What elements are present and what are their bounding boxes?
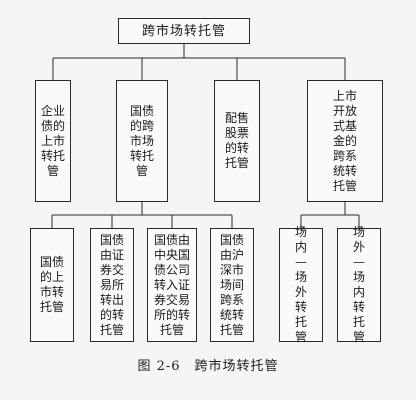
figure-caption: 图 2-6 跨市场转托管 (0, 355, 416, 374)
node-fund-offsite-onsite: 场外—场内转托管 (337, 225, 381, 344)
node-bond-cdc-in: 国债由中央国债公司转入证券交易所的转托管 (147, 228, 197, 342)
node-label: 场外—场内转托管 (352, 225, 365, 344)
node-bond-cross-system: 国债由沪深市场间跨系统转托管 (210, 228, 254, 342)
node-bond-exchange-out: 国债由证券交易所转出的转托管 (90, 228, 134, 342)
figure-title: 跨市场转托管 (194, 359, 279, 374)
node-label: 国债由证券交易所转出的转托管 (99, 232, 124, 337)
figure-number: 图 2-6 (137, 359, 181, 374)
node-label: 国债的上市转托管 (39, 255, 64, 314)
node-label: 国债由沪深市场间跨系统转托管 (219, 232, 244, 337)
node-placement-stock: 配售股票的转托管 (214, 80, 260, 202)
node-bond-listing: 国债的上市转托管 (30, 228, 74, 342)
node-label: 企业债的上市转托管 (41, 103, 66, 178)
node-label: 配售股票的转托管 (224, 111, 249, 170)
node-treasury-bond: 国债的跨市场转托管 (116, 80, 168, 202)
node-label: 场内—场外转托管 (294, 225, 307, 344)
root-node: 跨市场转托管 (118, 18, 250, 44)
node-label: 国债的跨市场转托管 (129, 103, 154, 178)
node-corporate-bond: 企业债的上市转托管 (35, 80, 71, 202)
node-label: 国债由中央国债公司转入证券交易所的转托管 (153, 232, 190, 337)
node-listed-fund: 上市开放式基金的跨系统转托管 (307, 80, 383, 202)
node-fund-onsite-offsite: 场内—场外转托管 (279, 225, 323, 344)
node-label: 上市开放式基金的跨系统转托管 (332, 88, 357, 193)
root-label: 跨市场转托管 (141, 23, 226, 39)
